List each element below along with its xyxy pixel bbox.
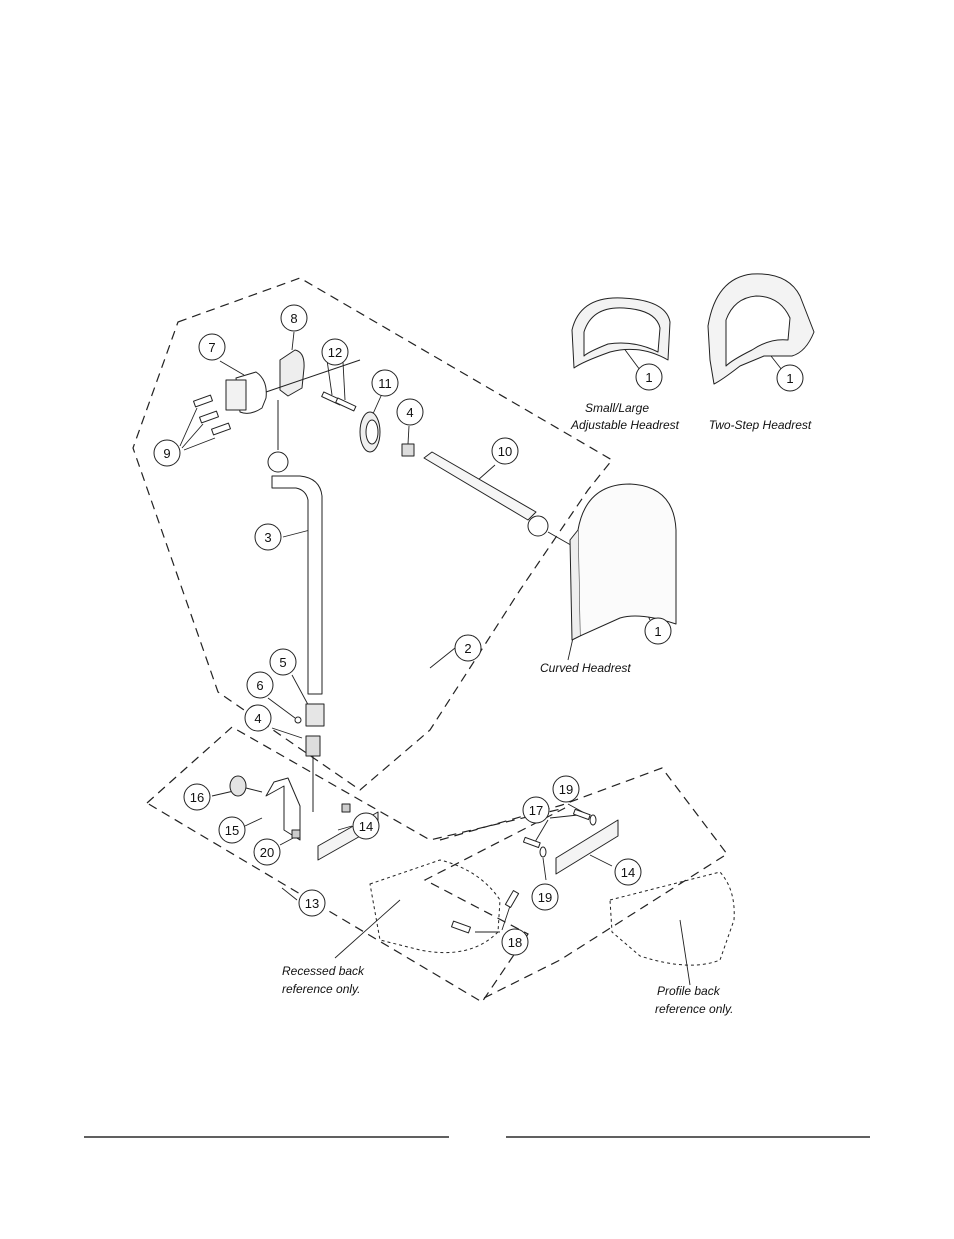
callout-4b: 4 <box>254 711 261 726</box>
ball-joint-10 <box>528 516 548 536</box>
bolt-18a <box>505 891 518 908</box>
group-outline-13 <box>147 727 565 1002</box>
callout-12: 12 <box>328 345 342 360</box>
leader-15 <box>245 818 262 826</box>
leader-12b <box>343 362 345 400</box>
callout-15: 15 <box>225 823 239 838</box>
square-nut-4a <box>402 444 414 456</box>
callout-10: 10 <box>498 444 512 459</box>
callout-8: 8 <box>290 311 297 326</box>
callout-20: 20 <box>260 845 274 860</box>
callout-19b: 19 <box>538 890 552 905</box>
screw-17b <box>523 837 540 847</box>
leader-profile <box>680 920 690 985</box>
callout-1-twostep: 1 <box>786 371 793 386</box>
set-screw-6 <box>295 717 301 723</box>
plate-14b <box>556 820 618 874</box>
callout-3: 3 <box>264 530 271 545</box>
caption-profile-1: Profile back <box>657 984 721 998</box>
caption-profile-2: reference only. <box>655 1002 734 1016</box>
curved-headrest <box>578 484 676 636</box>
callout-18: 18 <box>508 935 522 950</box>
group-outline-profile <box>440 768 727 1000</box>
plate-7-back <box>226 380 246 410</box>
callout-19a: 19 <box>559 782 573 797</box>
ball-joint-3 <box>268 452 288 472</box>
square-nut-4b <box>306 736 320 756</box>
callout-14a: 14 <box>359 819 373 834</box>
caption-recessed-2: reference only. <box>282 982 361 996</box>
callout-16: 16 <box>190 790 204 805</box>
leader-4a <box>408 426 409 444</box>
callout-13: 13 <box>305 896 319 911</box>
recessed-back-ref <box>370 860 500 953</box>
callout-11: 11 <box>378 376 392 391</box>
knob-16-shaft <box>246 788 262 792</box>
leader-8 <box>292 332 294 350</box>
screw-9c <box>212 423 231 435</box>
washer-19b <box>540 847 546 857</box>
leader-7 <box>220 361 244 375</box>
nut-20b <box>342 804 350 812</box>
clamp-bracket-8 <box>280 350 304 396</box>
callout-14b: 14 <box>621 865 635 880</box>
screw-12b <box>336 398 356 411</box>
caption-small-large-1: Small/Large <box>585 401 649 415</box>
callout-1-small: 1 <box>645 370 652 385</box>
caption-curved: Curved Headrest <box>540 661 631 675</box>
caption-recessed-1: Recessed back <box>282 964 365 978</box>
leader-13 <box>282 888 297 900</box>
callout-2: 2 <box>464 641 471 656</box>
leader-9b <box>182 424 203 448</box>
clamp-block-5 <box>306 704 324 726</box>
leader-19b <box>543 858 546 880</box>
leader-3 <box>283 530 310 537</box>
callout-1-curved: 1 <box>654 624 661 639</box>
leader-6 <box>268 698 295 718</box>
profile-back-ref <box>610 872 734 965</box>
leader-12a <box>327 360 332 395</box>
screw-9a <box>194 395 213 407</box>
callout-4a: 4 <box>406 405 413 420</box>
caption-small-large-2: Adjustable Headrest <box>570 418 680 432</box>
knob-16 <box>230 776 246 796</box>
washer-19a <box>590 815 596 825</box>
callout-9: 9 <box>163 446 170 461</box>
leader-2 <box>430 648 455 668</box>
nut-20a <box>292 830 300 838</box>
callout-5: 5 <box>279 655 286 670</box>
leader-17b <box>550 815 578 818</box>
hub-11-face <box>366 420 378 444</box>
tube-10 <box>424 452 536 520</box>
leader-recessed <box>335 900 400 958</box>
leader-10 <box>478 465 495 480</box>
callout-6: 6 <box>256 678 263 693</box>
callout-7: 7 <box>208 340 215 355</box>
screw-17a <box>573 809 590 819</box>
bolt-18b <box>452 921 471 933</box>
screw-9b <box>200 411 219 423</box>
leader-14b <box>590 855 612 866</box>
caption-two-step: Two-Step Headrest <box>709 418 812 432</box>
callout-17: 17 <box>529 803 543 818</box>
